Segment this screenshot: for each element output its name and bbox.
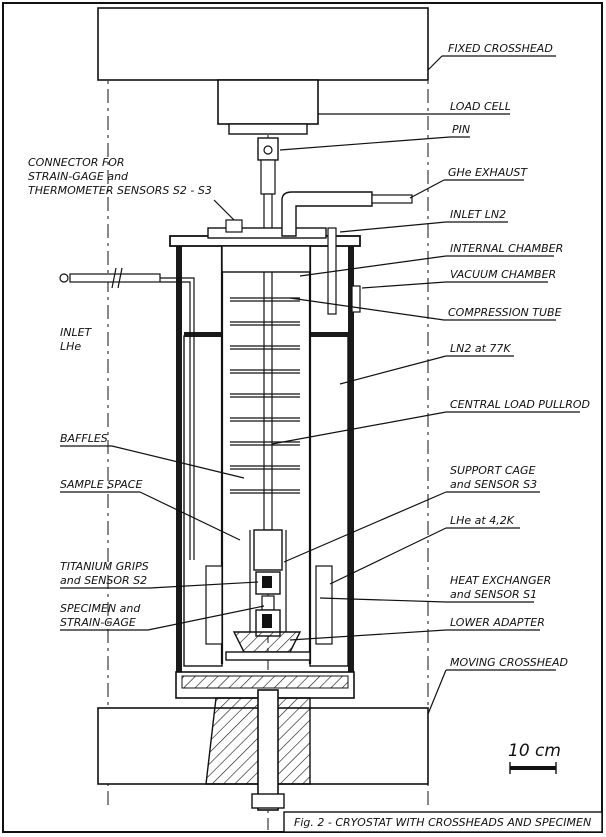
label-vacuum-chamber: VACUUM CHAMBER bbox=[450, 268, 556, 281]
baffles-group bbox=[230, 297, 300, 494]
figure-caption: Fig. 2 - CRYOSTAT WITH CROSSHEADS AND SP… bbox=[294, 816, 591, 829]
label-specimen-2: STRAIN-GAGE bbox=[60, 616, 136, 629]
caption-box bbox=[283, 811, 603, 833]
ghe-exhaust-pipe bbox=[281, 191, 373, 237]
lhe-tube-break-1 bbox=[111, 267, 117, 289]
label-lower-adapter: LOWER ADAPTER bbox=[450, 616, 545, 629]
label-inlet-lhe-1: INLET bbox=[60, 326, 93, 339]
label-central-pullrod: CENTRAL LOAD PULLROD bbox=[450, 398, 590, 411]
label-sample-space: SAMPLE SPACE bbox=[60, 478, 142, 491]
label-connector-3: THERMOMETER SENSORS S2 - S3 bbox=[28, 184, 212, 197]
sensor-s2 bbox=[262, 576, 272, 588]
label-moving-crosshead: MOVING CROSSHEAD bbox=[450, 656, 568, 669]
label-titanium-1: TITANIUM GRIPS bbox=[60, 560, 149, 573]
label-compression-tube: COMPRESSION TUBE bbox=[448, 306, 562, 319]
ln2-shield-top-left bbox=[184, 332, 222, 337]
strain-gage bbox=[262, 614, 272, 628]
support-cage bbox=[253, 529, 283, 571]
label-pin: PIN bbox=[452, 123, 470, 136]
lower-adapter-base bbox=[225, 651, 311, 661]
rod-coupling bbox=[260, 159, 276, 195]
ln2-valve bbox=[351, 285, 361, 313]
fixed-crosshead-block bbox=[97, 7, 429, 81]
load-cell-body bbox=[217, 79, 319, 125]
heat-exchanger-left bbox=[205, 565, 223, 645]
label-heat-exchanger-1: HEAT EXCHANGER bbox=[450, 574, 551, 587]
label-internal-chamber: INTERNAL CHAMBER bbox=[450, 242, 563, 255]
label-load-cell: LOAD CELL bbox=[450, 100, 511, 113]
top-plate bbox=[207, 227, 327, 239]
lhe-tube-break-2 bbox=[117, 267, 123, 289]
label-ln2-77k: LN2 at 77K bbox=[450, 342, 511, 355]
label-inlet-ln2: INLET LN2 bbox=[450, 208, 506, 221]
outer-vessel-right-wall bbox=[348, 242, 354, 682]
label-ghe-exhaust: GHe EXHAUST bbox=[448, 166, 528, 179]
label-specimen-1: SPECIMEN and bbox=[60, 602, 141, 615]
label-lhe-42k: LHe at 4,2K bbox=[450, 514, 515, 527]
leader-lines bbox=[60, 55, 580, 715]
label-support-cage-1: SUPPORT CAGE bbox=[450, 464, 536, 477]
heat-exchanger-right bbox=[315, 565, 333, 645]
label-connector-1: CONNECTOR FOR bbox=[28, 156, 125, 169]
ghe-exhaust-outlet bbox=[371, 194, 413, 204]
lhe-inlet-nozzle bbox=[59, 273, 69, 283]
label-support-cage-2: and SENSOR S3 bbox=[450, 478, 537, 491]
scale-bar-label: 10 cm bbox=[508, 741, 561, 761]
label-heat-exchanger-2: and SENSOR S1 bbox=[450, 588, 537, 601]
lower-nut bbox=[251, 793, 285, 809]
label-baffles: BAFFLES bbox=[60, 432, 108, 445]
internal-chamber-top bbox=[221, 245, 311, 273]
load-cell-flange bbox=[228, 123, 308, 135]
label-fixed-crosshead: FIXED CROSSHEAD bbox=[448, 42, 553, 55]
connector-block bbox=[225, 219, 243, 233]
label-titanium-2: and SENSOR S2 bbox=[60, 574, 147, 587]
specimen bbox=[261, 595, 275, 611]
label-inlet-lhe-2: LHe bbox=[60, 340, 81, 353]
ln2-shield-top-right bbox=[310, 332, 348, 337]
label-connector-2: STRAIN-GAGE and bbox=[28, 170, 129, 183]
bottom-hatch bbox=[181, 675, 349, 689]
pin-circle bbox=[263, 145, 273, 155]
lhe-transfer-line-inner bbox=[160, 281, 191, 560]
lower-adapter bbox=[232, 631, 302, 653]
lower-bolt bbox=[257, 689, 279, 811]
